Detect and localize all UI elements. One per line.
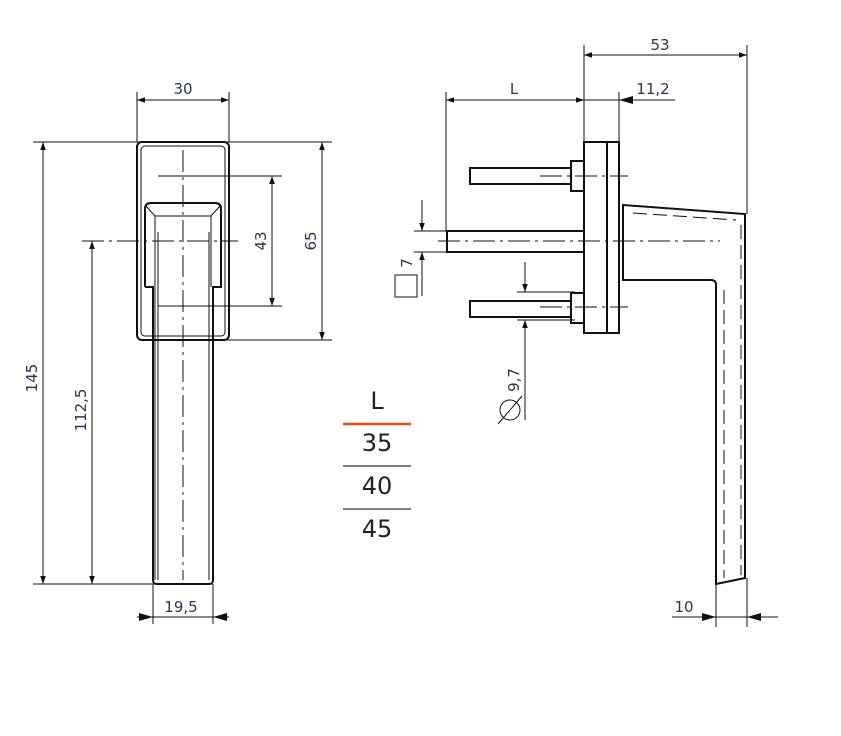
dim-53: 53 (650, 36, 669, 54)
dim-9-7: 9,7 (505, 368, 523, 392)
front-view: 30 43 65 145 112,5 19,5 (23, 80, 332, 624)
table-row: 40 (362, 472, 393, 500)
screw-top (469, 167, 572, 185)
length-table: L 35 40 45 (343, 387, 411, 543)
rosette-side (583, 141, 620, 334)
table-row: 35 (362, 429, 393, 457)
screw-bottom (469, 300, 572, 318)
table-header: L (370, 387, 384, 415)
dim-7: 7 (398, 258, 416, 268)
dim-145: 145 (23, 364, 41, 393)
dim-19-5: 19,5 (164, 598, 197, 616)
dim-112-5: 112,5 (72, 389, 90, 432)
dim-10: 10 (674, 598, 693, 616)
side-view: 53 L 11,2 7 9,7 10 (394, 36, 778, 627)
table-row: 45 (362, 515, 393, 543)
dim-65: 65 (302, 231, 320, 250)
dim-11-2: 11,2 (636, 80, 669, 98)
handle-outline (144, 202, 222, 585)
dim-L: L (510, 80, 519, 98)
square-symbol-icon (394, 274, 418, 298)
diameter-symbol-icon (499, 399, 521, 421)
dim-30: 30 (173, 80, 192, 98)
dim-43: 43 (252, 231, 270, 250)
handle-side (622, 203, 746, 586)
